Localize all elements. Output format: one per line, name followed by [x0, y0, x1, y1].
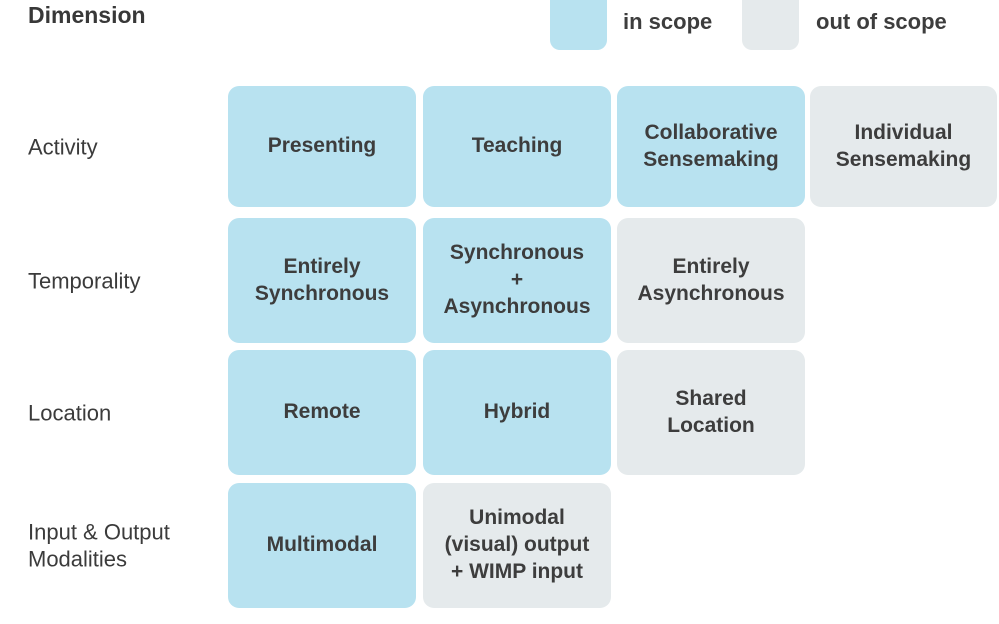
cell-collaborative-sensemaking: Collaborative Sensemaking [617, 86, 805, 207]
page-title: Dimension [28, 2, 146, 28]
cell-hybrid: Hybrid [423, 350, 611, 475]
row-label-location: Location [28, 399, 112, 425]
row-label-temporality: Temporality [28, 267, 141, 293]
cell-presenting: Presenting [228, 86, 416, 207]
row-label-activity: Activity [28, 133, 98, 159]
cell-teaching: Teaching [423, 86, 611, 207]
row-input-output-modalities: Input & Output Modalities Multimodal Uni… [0, 483, 999, 608]
cell-remote: Remote [228, 350, 416, 475]
cell-multimodal: Multimodal [228, 483, 416, 608]
legend-in-scope-label: in scope [623, 9, 713, 34]
row-location: Location Remote Hybrid Shared Location [0, 350, 999, 475]
row-temporality: Temporality Entirely Synchronous Synchro… [0, 218, 999, 343]
legend-out-of-scope-swatch [742, 0, 799, 50]
cell-unimodal-visual-output-wimp-input: Unimodal (visual) output + WIMP input [423, 483, 611, 608]
legend-in-scope-swatch [550, 0, 607, 50]
cell-entirely-asynchronous: Entirely Asynchronous [617, 218, 805, 343]
row-label-input-output-modalities: Input & Output Modalities [28, 519, 170, 572]
cell-individual-sensemaking: Individual Sensemaking [810, 86, 997, 207]
row-activity: Activity Presenting Teaching Collaborati… [0, 86, 999, 207]
legend-out-of-scope-label: out of scope [816, 9, 947, 34]
cell-entirely-synchronous: Entirely Synchronous [228, 218, 416, 343]
cell-synchronous-plus-asynchronous: Synchronous + Asynchronous [423, 218, 611, 343]
cell-shared-location: Shared Location [617, 350, 805, 475]
